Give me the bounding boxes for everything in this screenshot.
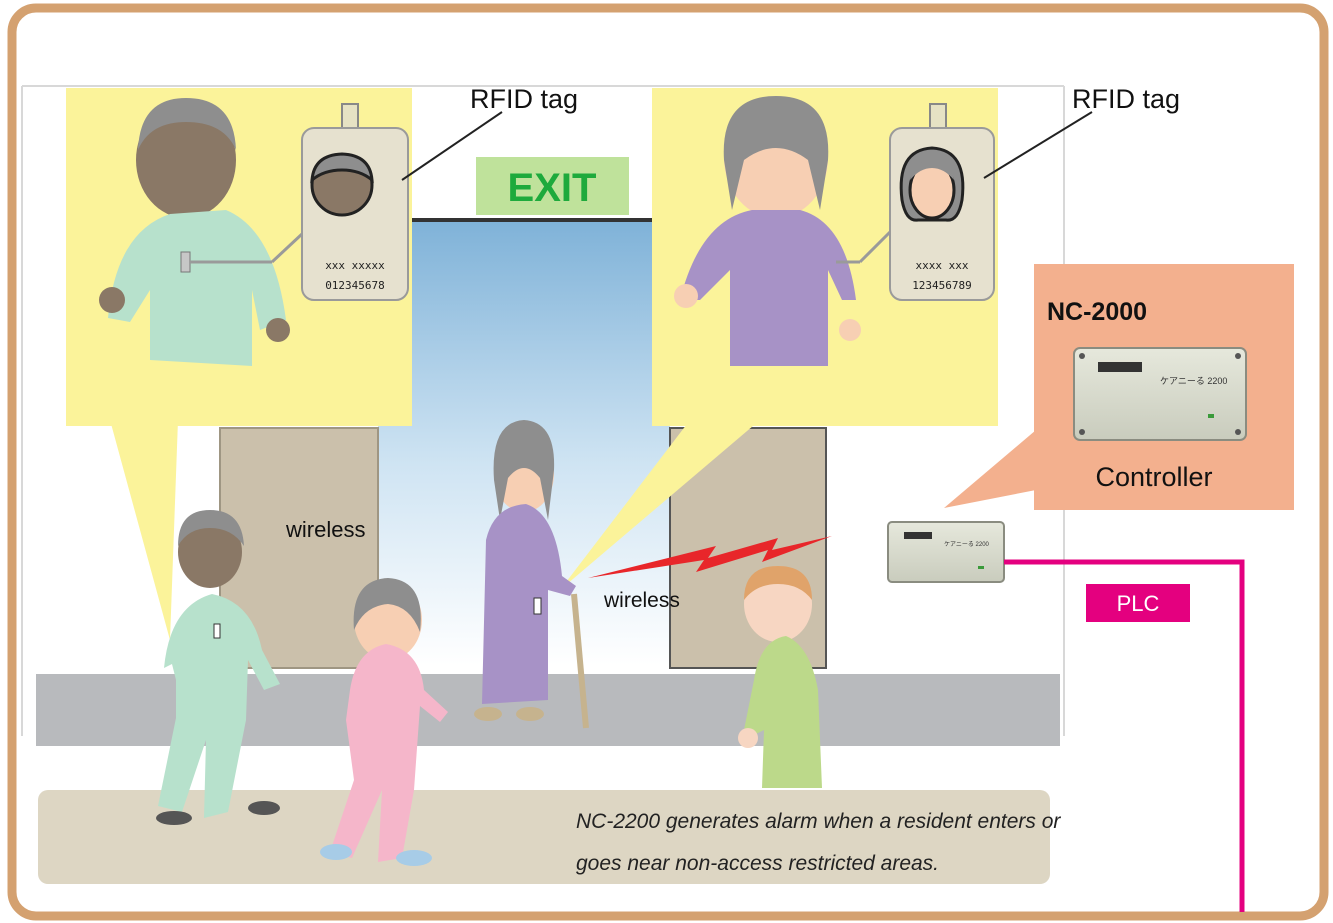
rfid-pointer-left: [401, 111, 503, 181]
walking-resident-green: [738, 566, 822, 788]
plc-badge: [1086, 584, 1190, 622]
exit-sign: EXIT: [476, 157, 629, 215]
room-backdrop: [21, 85, 1065, 884]
bottom-mat: [38, 790, 1050, 884]
rfid-pointer-right: [983, 111, 1093, 179]
left-door: [219, 427, 379, 669]
wireless-label-door: wireless: [285, 517, 365, 542]
description-line1: NC-2200 generates alarm when a resident …: [576, 810, 1061, 833]
callout-caregiver: xxx xxxxx 012345678: [66, 88, 412, 640]
walking-resident-pink: [320, 578, 448, 866]
callout-resident: xxxx xxx 123456789: [560, 88, 998, 590]
controller-model: NC-2000: [1047, 298, 1147, 326]
exit-sign-text: EXIT: [508, 166, 597, 210]
tag-right-line2: 123456789: [912, 279, 972, 292]
walking-resident-elderly: [474, 420, 589, 729]
tag-left-line2: 012345678: [325, 279, 385, 292]
wireless-label-window: wireless: [603, 589, 680, 612]
controller-device-small: ケアニーる 2200: [887, 521, 1005, 583]
description-line2: goes near non-access restricted areas.: [576, 852, 939, 875]
resident-illustration: [674, 96, 861, 366]
rfid-tag-card-right: xxxx xxx 123456789: [889, 103, 995, 301]
tag-right-line1: xxxx xxx: [916, 259, 969, 272]
controller-caption: Controller: [1095, 462, 1212, 492]
wireless-signal-bolt: [588, 536, 832, 578]
rfid-tag-card-left: xxx xxxxx 012345678: [301, 103, 409, 301]
plc-line: [1004, 559, 1245, 912]
walking-caregiver: [156, 510, 280, 825]
tag-left-line1: xxx xxxxx: [325, 259, 385, 272]
device-panel-text-large: ケアニーる 2200: [1160, 376, 1227, 386]
controller-device-large: ケアニーる 2200: [1073, 347, 1247, 441]
plc-label: PLC: [1117, 591, 1160, 616]
rfid-label-left: RFID tag: [470, 84, 578, 114]
rfid-label-right: RFID tag: [1072, 84, 1180, 114]
device-panel-text-small: ケアニーる 2200: [944, 541, 990, 548]
worn-tag: [180, 251, 191, 273]
controller-callout: NC-2000 ケアニーる 2200 Controller: [944, 264, 1294, 510]
caregiver-illustration: [99, 98, 290, 366]
